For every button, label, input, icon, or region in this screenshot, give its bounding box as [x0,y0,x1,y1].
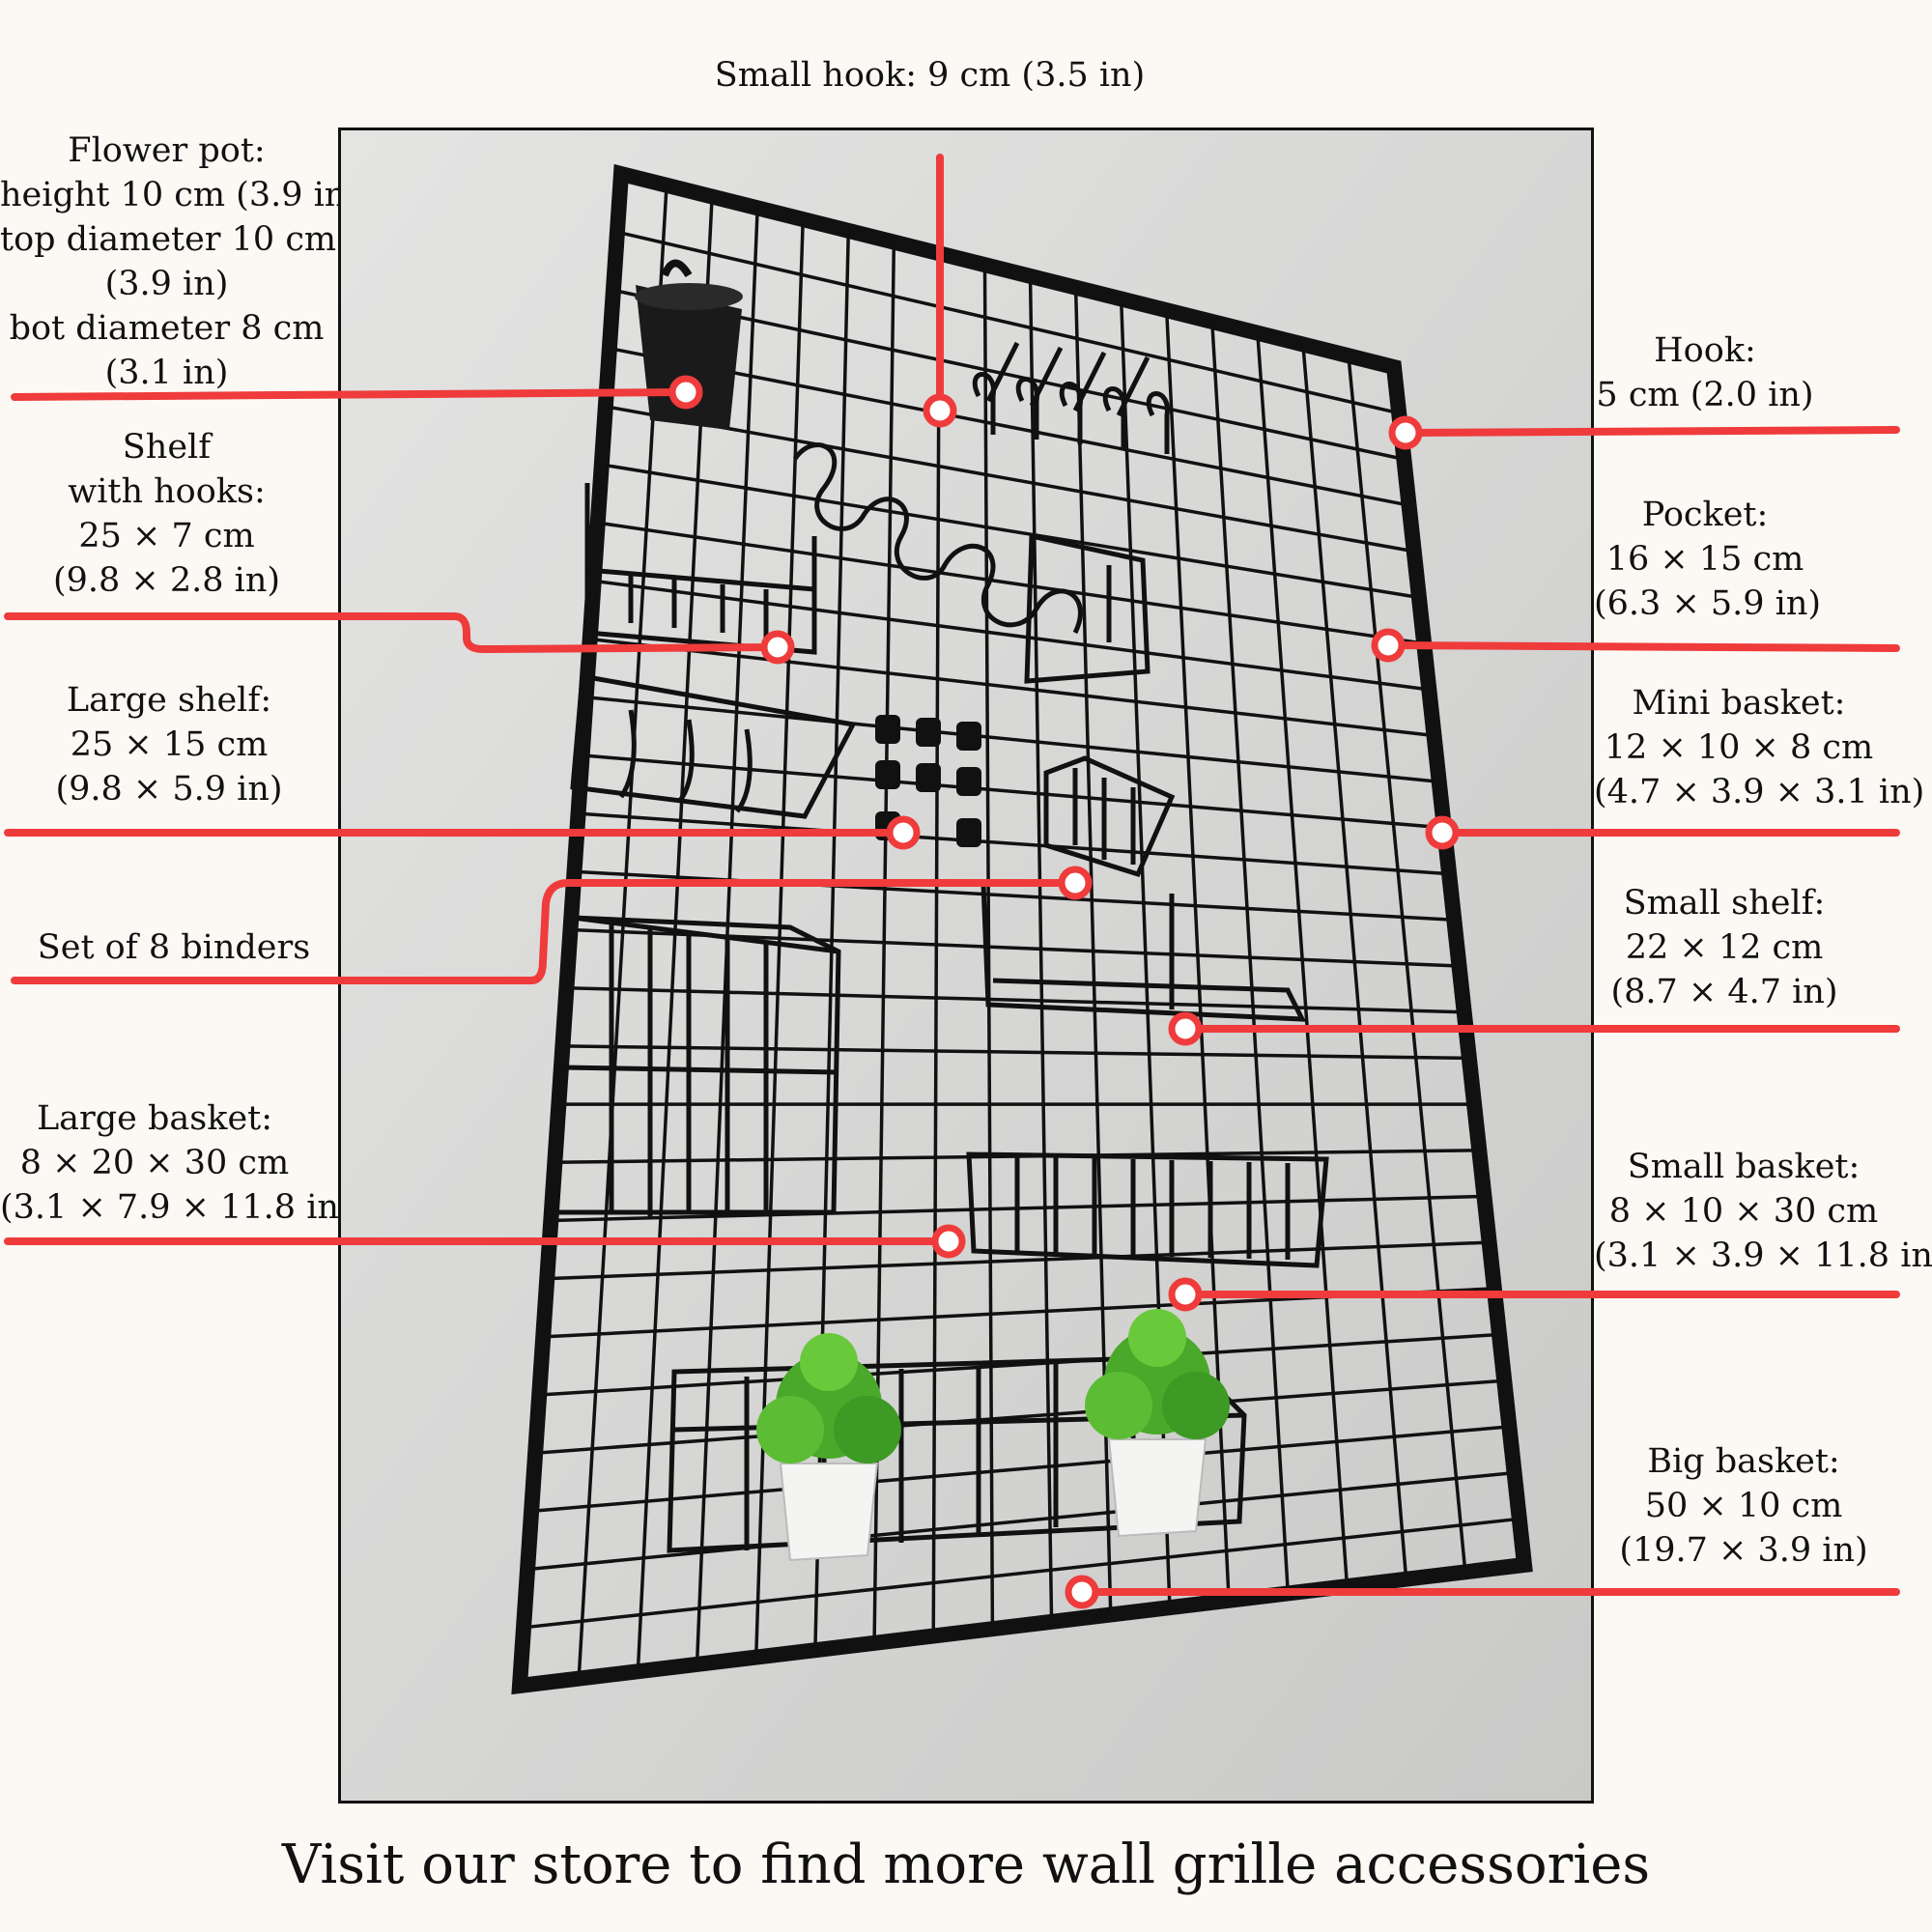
grid-wire-horizontal [597,521,1425,645]
shelf-with-hooks-label: Shelf with hooks: 25 × 7 cm (9.8 × 2.8 i… [52,428,281,600]
grid-wire-horizontal [547,1240,1490,1281]
mini-basket-label: Mini basket: 12 × 10 × 8 cm (4.7 × 3.9 ×… [1594,684,1925,811]
right-plant [1085,1309,1230,1538]
flower-pot [635,259,743,430]
grid-wire-horizontal [539,1332,1500,1397]
product-photo [338,128,1594,1804]
grid-wire-horizontal [562,1044,1469,1061]
store-footer-text: Visit our store to find more wall grille… [281,1833,1651,1896]
grid-wire-horizontal [526,1470,1515,1572]
small-hook-label: Small hook: 9 cm (3.5 in) [714,56,1146,95]
large-basket-label: Large basket: 8 × 20 × 30 cm (3.1 × 7.9 … [0,1099,353,1227]
grid-wire-horizontal [605,405,1415,554]
pocket-label: Pocket: 16 × 15 cm (6.3 × 5.9 in) [1594,496,1822,623]
grid-wire-horizontal [523,1517,1520,1630]
large-shelf-label: Large shelf: 25 × 15 cm (9.8 × 5.9 in) [55,681,283,809]
small-basket-label: Small basket: 8 × 10 × 30 cm (3.1 × 3.9 … [1594,1148,1932,1275]
grid-wire-horizontal [612,288,1405,462]
flower-pot-label: Flower pot: height 10 cm (3.9 in) top di… [0,131,359,392]
grid-wire-horizontal [582,753,1445,830]
hooks [972,341,1170,454]
grid-wire-horizontal [609,346,1409,507]
grid-wire-horizontal [585,695,1439,783]
grid-wire-horizontal [601,463,1420,600]
grid-wire-horizontal [530,1425,1510,1514]
large-shelf [570,673,856,819]
mini-basket [1043,755,1176,878]
grid-wire-horizontal [578,811,1450,876]
binders-label: Set of 8 binders [37,928,311,967]
hook-label: Hook: 5 cm (2.0 in) [1596,331,1814,414]
wall-grid-illustration [341,130,1591,1801]
grid-wire-horizontal [589,637,1435,738]
small-basket [966,1151,1329,1268]
grid-wire-horizontal [535,1378,1505,1455]
grid-wire-horizontal [593,579,1430,692]
small-shelf-label: Small shelf: 22 × 12 cm (8.7 × 4.7 in) [1610,884,1838,1011]
left-plant [756,1333,901,1562]
grid-wire-horizontal [616,230,1400,415]
pocket [1024,532,1151,684]
grid-wire-horizontal [566,985,1464,1014]
big-basket-label: Big basket: 50 × 10 cm (19.7 × 3.9 in) [1619,1442,1868,1570]
